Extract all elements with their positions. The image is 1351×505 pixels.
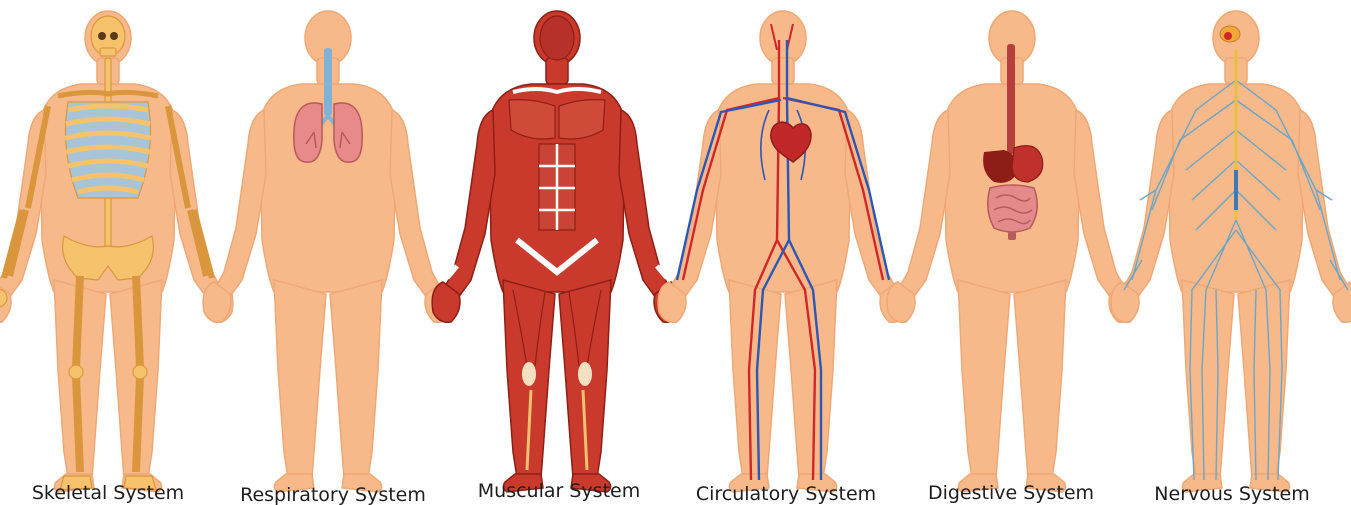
label-nervous: Nervous System [1154, 483, 1309, 505]
label-skeletal: Skeletal System [32, 482, 184, 504]
label-muscular: Muscular System [478, 480, 640, 502]
figure-circulatory: Circulatory System [658, 11, 908, 505]
stomach-icon [1012, 146, 1043, 182]
figure-muscular: Muscular System [432, 11, 682, 502]
label-respiratory: Respiratory System [240, 484, 426, 505]
right-lung [334, 103, 362, 162]
figure-skeletal: Skeletal System [0, 11, 233, 504]
body-silhouette [432, 11, 682, 492]
label-circulatory: Circulatory System [696, 483, 876, 505]
figure-respiratory: Respiratory System [203, 11, 453, 505]
left-lung [294, 103, 322, 162]
esophagus [1007, 44, 1015, 154]
trachea [324, 48, 332, 116]
label-digestive: Digestive System [928, 482, 1094, 504]
figure-digestive: Digestive System [887, 11, 1137, 504]
figure-nervous: Nervous System [1111, 11, 1351, 505]
